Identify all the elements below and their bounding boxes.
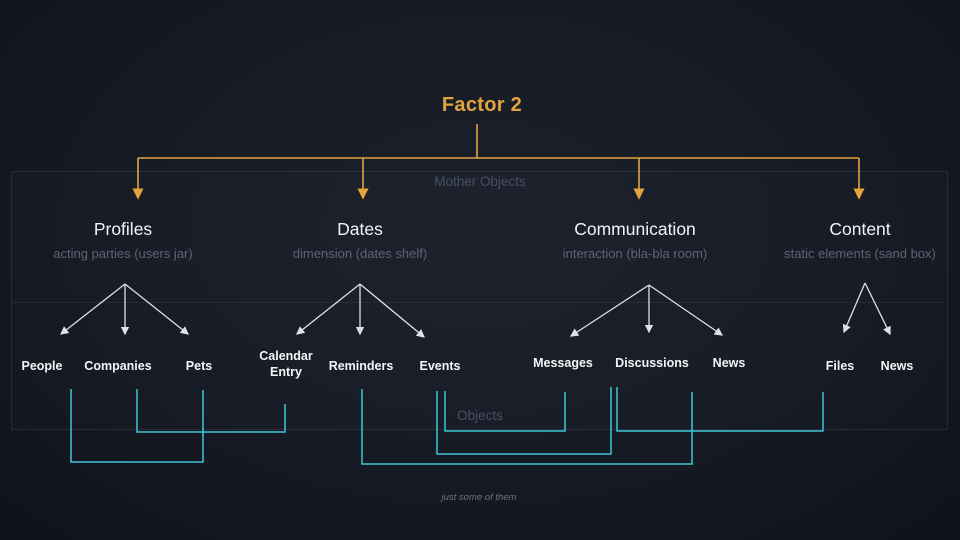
mother-object-communication: Communication interaction (bla-bla room): [563, 219, 708, 261]
mother-object-dates: Dates dimension (dates shelf): [293, 219, 427, 261]
mother-object-subtitle: acting parties (users jar): [53, 246, 193, 261]
object-label-reminders: Reminders: [328, 359, 394, 373]
page-title: Factor 2: [441, 94, 523, 116]
mother-object-label: Communication: [574, 219, 696, 239]
object-label-companies: Companies: [84, 359, 152, 373]
object-label-calendar-entry: Calendar Entry: [259, 349, 313, 379]
object-label-news: News: [712, 356, 746, 370]
box-divider-line: [11, 302, 946, 303]
object-label-messages: Messages: [533, 356, 593, 370]
footnote-text: just some of them: [441, 492, 517, 503]
mother-object-label: Content: [829, 219, 891, 239]
mother-object-label: Dates: [337, 219, 383, 239]
mother-objects-section-label: Mother Objects: [434, 174, 526, 189]
object-label-people: People: [21, 359, 63, 373]
mother-object-profiles: Profiles acting parties (users jar): [53, 219, 192, 261]
mother-object-subtitle: dimension (dates shelf): [292, 246, 428, 261]
objects-section-label: Objects: [457, 408, 503, 423]
object-label-news-2: News: [880, 359, 914, 373]
mother-object-subtitle: interaction (bla-bla room): [562, 246, 708, 261]
mother-object-subtitle: static elements (sand box): [784, 246, 936, 261]
object-label-discussions: Discussions: [615, 356, 689, 370]
objects-bounding-box: [11, 171, 948, 430]
mother-object-label: Profiles: [93, 219, 153, 239]
object-label-files: Files: [825, 359, 855, 373]
object-label-events: Events: [419, 359, 461, 373]
mother-object-content: Content static elements (sand box): [784, 219, 936, 261]
object-label-pets: Pets: [185, 359, 213, 373]
